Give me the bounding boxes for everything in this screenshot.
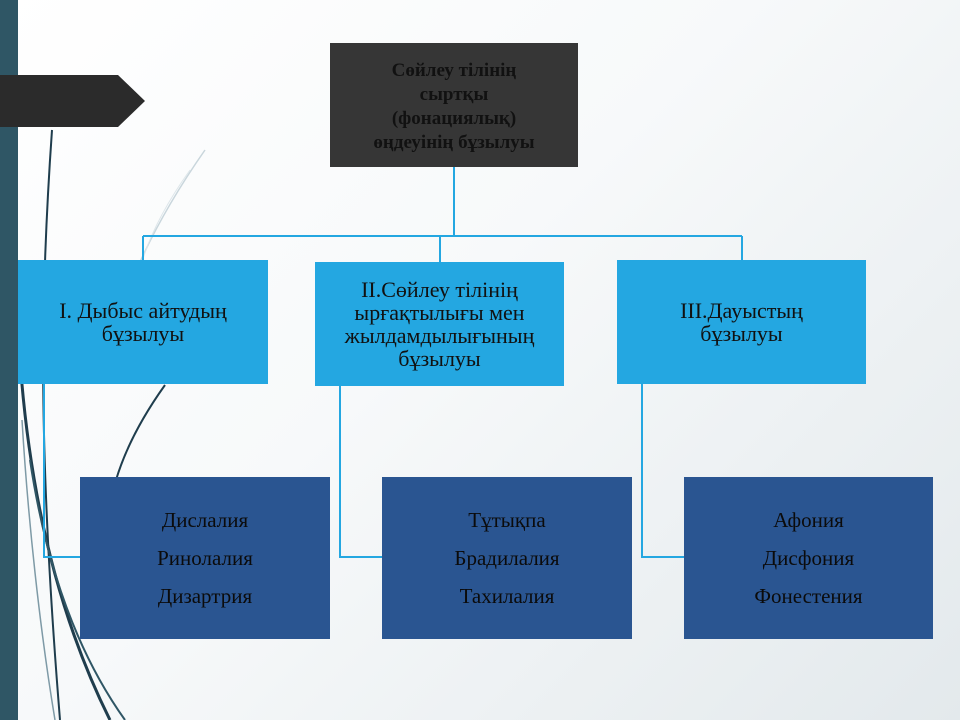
root-line-2: сыртқы [419, 84, 489, 105]
root-node: Сөйлеу тілінің сыртқы (фонациялық) өңдеу… [330, 43, 578, 167]
category-node-1: I. Дыбыс айтудың бұзылуы [18, 260, 268, 384]
leaf-2-item-2: Брадилалия [454, 546, 560, 570]
leaf-3-item-3: Фонестения [754, 584, 863, 608]
leaf-3-item-1: Афония [773, 508, 844, 532]
category-2-line-4: бұзылуы [398, 346, 481, 371]
category-1-line-1: I. Дыбыс айтудың [59, 298, 227, 323]
category-2-line-1: II.Сөйлеу тілінің [361, 277, 518, 302]
root-line-1: Сөйлеу тілінің [391, 60, 517, 81]
leaf-1-item-1: Дислалия [161, 508, 249, 532]
root-line-4: өңдеуінің бұзылуы [373, 132, 535, 153]
category-2-line-3: жылдамдылығының [344, 323, 535, 348]
category-1-line-2: бұзылуы [101, 321, 185, 346]
leaf-1-item-2: Ринолалия [157, 546, 253, 570]
leaf-2-item-3: Тахилалия [459, 584, 555, 608]
leaf-1-item-3: Дизартрия [157, 584, 253, 608]
category-3-line-2: бұзылуы [700, 321, 783, 346]
category-3-line-1: III.Дауыстың [680, 298, 803, 323]
arrow-tab-decoration [0, 75, 145, 127]
leaf-node-1: Дислалия Ринолалия Дизартрия [80, 477, 330, 639]
left-accent-bar [0, 0, 18, 720]
category-node-3: III.Дауыстың бұзылуы [617, 260, 866, 384]
category-2-line-2: ырғақтылығы мен [354, 300, 525, 325]
root-line-3: (фонациялық) [391, 108, 517, 129]
leaf-3-item-2: Дисфония [762, 546, 855, 570]
leaf-node-3: Афония Дисфония Фонестения [684, 477, 933, 639]
leaf-node-2: Тұтықпа Брадилалия Тахилалия [382, 477, 632, 639]
leaf-2-item-1: Тұтықпа [468, 508, 546, 532]
category-node-2: II.Сөйлеу тілінің ырғақтылығы мен жылдам… [315, 262, 564, 386]
